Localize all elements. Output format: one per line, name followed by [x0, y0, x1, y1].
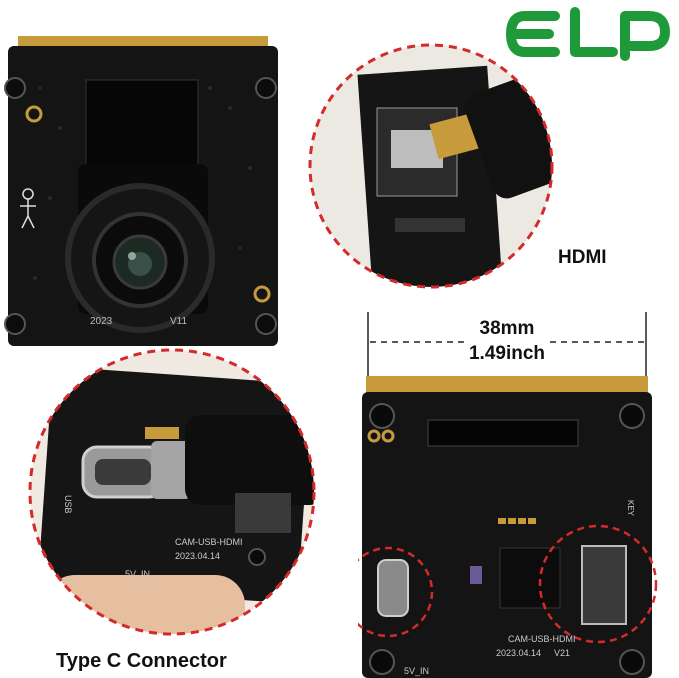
board-version-front: V11 — [170, 316, 187, 327]
screw-icon — [4, 77, 26, 99]
hdmi-caption: HDMI — [558, 247, 607, 268]
hdmi-detail-circle — [308, 43, 554, 289]
board-date-front: 2023 — [90, 316, 113, 327]
board-date-detail: 2023.04.14 — [175, 551, 220, 561]
camera-front-photo: 2023 V11 — [4, 36, 278, 346]
screw-icon — [619, 649, 645, 675]
board-model-back: CAM-USB-HDMI — [508, 634, 576, 644]
power-label-back: 5V_IN — [404, 666, 429, 676]
key-label: KEY — [626, 500, 635, 517]
screw-icon — [369, 649, 395, 675]
elp-logo — [506, 7, 670, 61]
width-inch-label: 1.49inch — [468, 343, 546, 364]
screw-icon — [4, 313, 26, 335]
width-mm-label: 38mm — [479, 318, 535, 339]
board-model-detail: CAM-USB-HDMI — [175, 537, 243, 547]
type-c-detail-circle: CAM-USB-HDMI 2023.04.14 5V_IN USB — [28, 348, 316, 636]
usb-label-detail: USB — [63, 495, 73, 514]
stick-figure-icon — [20, 188, 36, 229]
screw-icon — [255, 313, 277, 335]
camera-back-photo: CAM-USB-HDMI 2023.04.14 V21 5V_IN KEY — [358, 376, 658, 678]
screw-icon — [369, 403, 395, 429]
screw-icon — [619, 403, 645, 429]
power-label-detail: 5V_IN — [125, 569, 150, 579]
board-version-back: V21 — [554, 648, 570, 658]
type-c-caption: Type C Connector — [56, 650, 227, 672]
board-date-back: 2023.04.14 — [496, 648, 541, 658]
screw-icon — [255, 77, 277, 99]
